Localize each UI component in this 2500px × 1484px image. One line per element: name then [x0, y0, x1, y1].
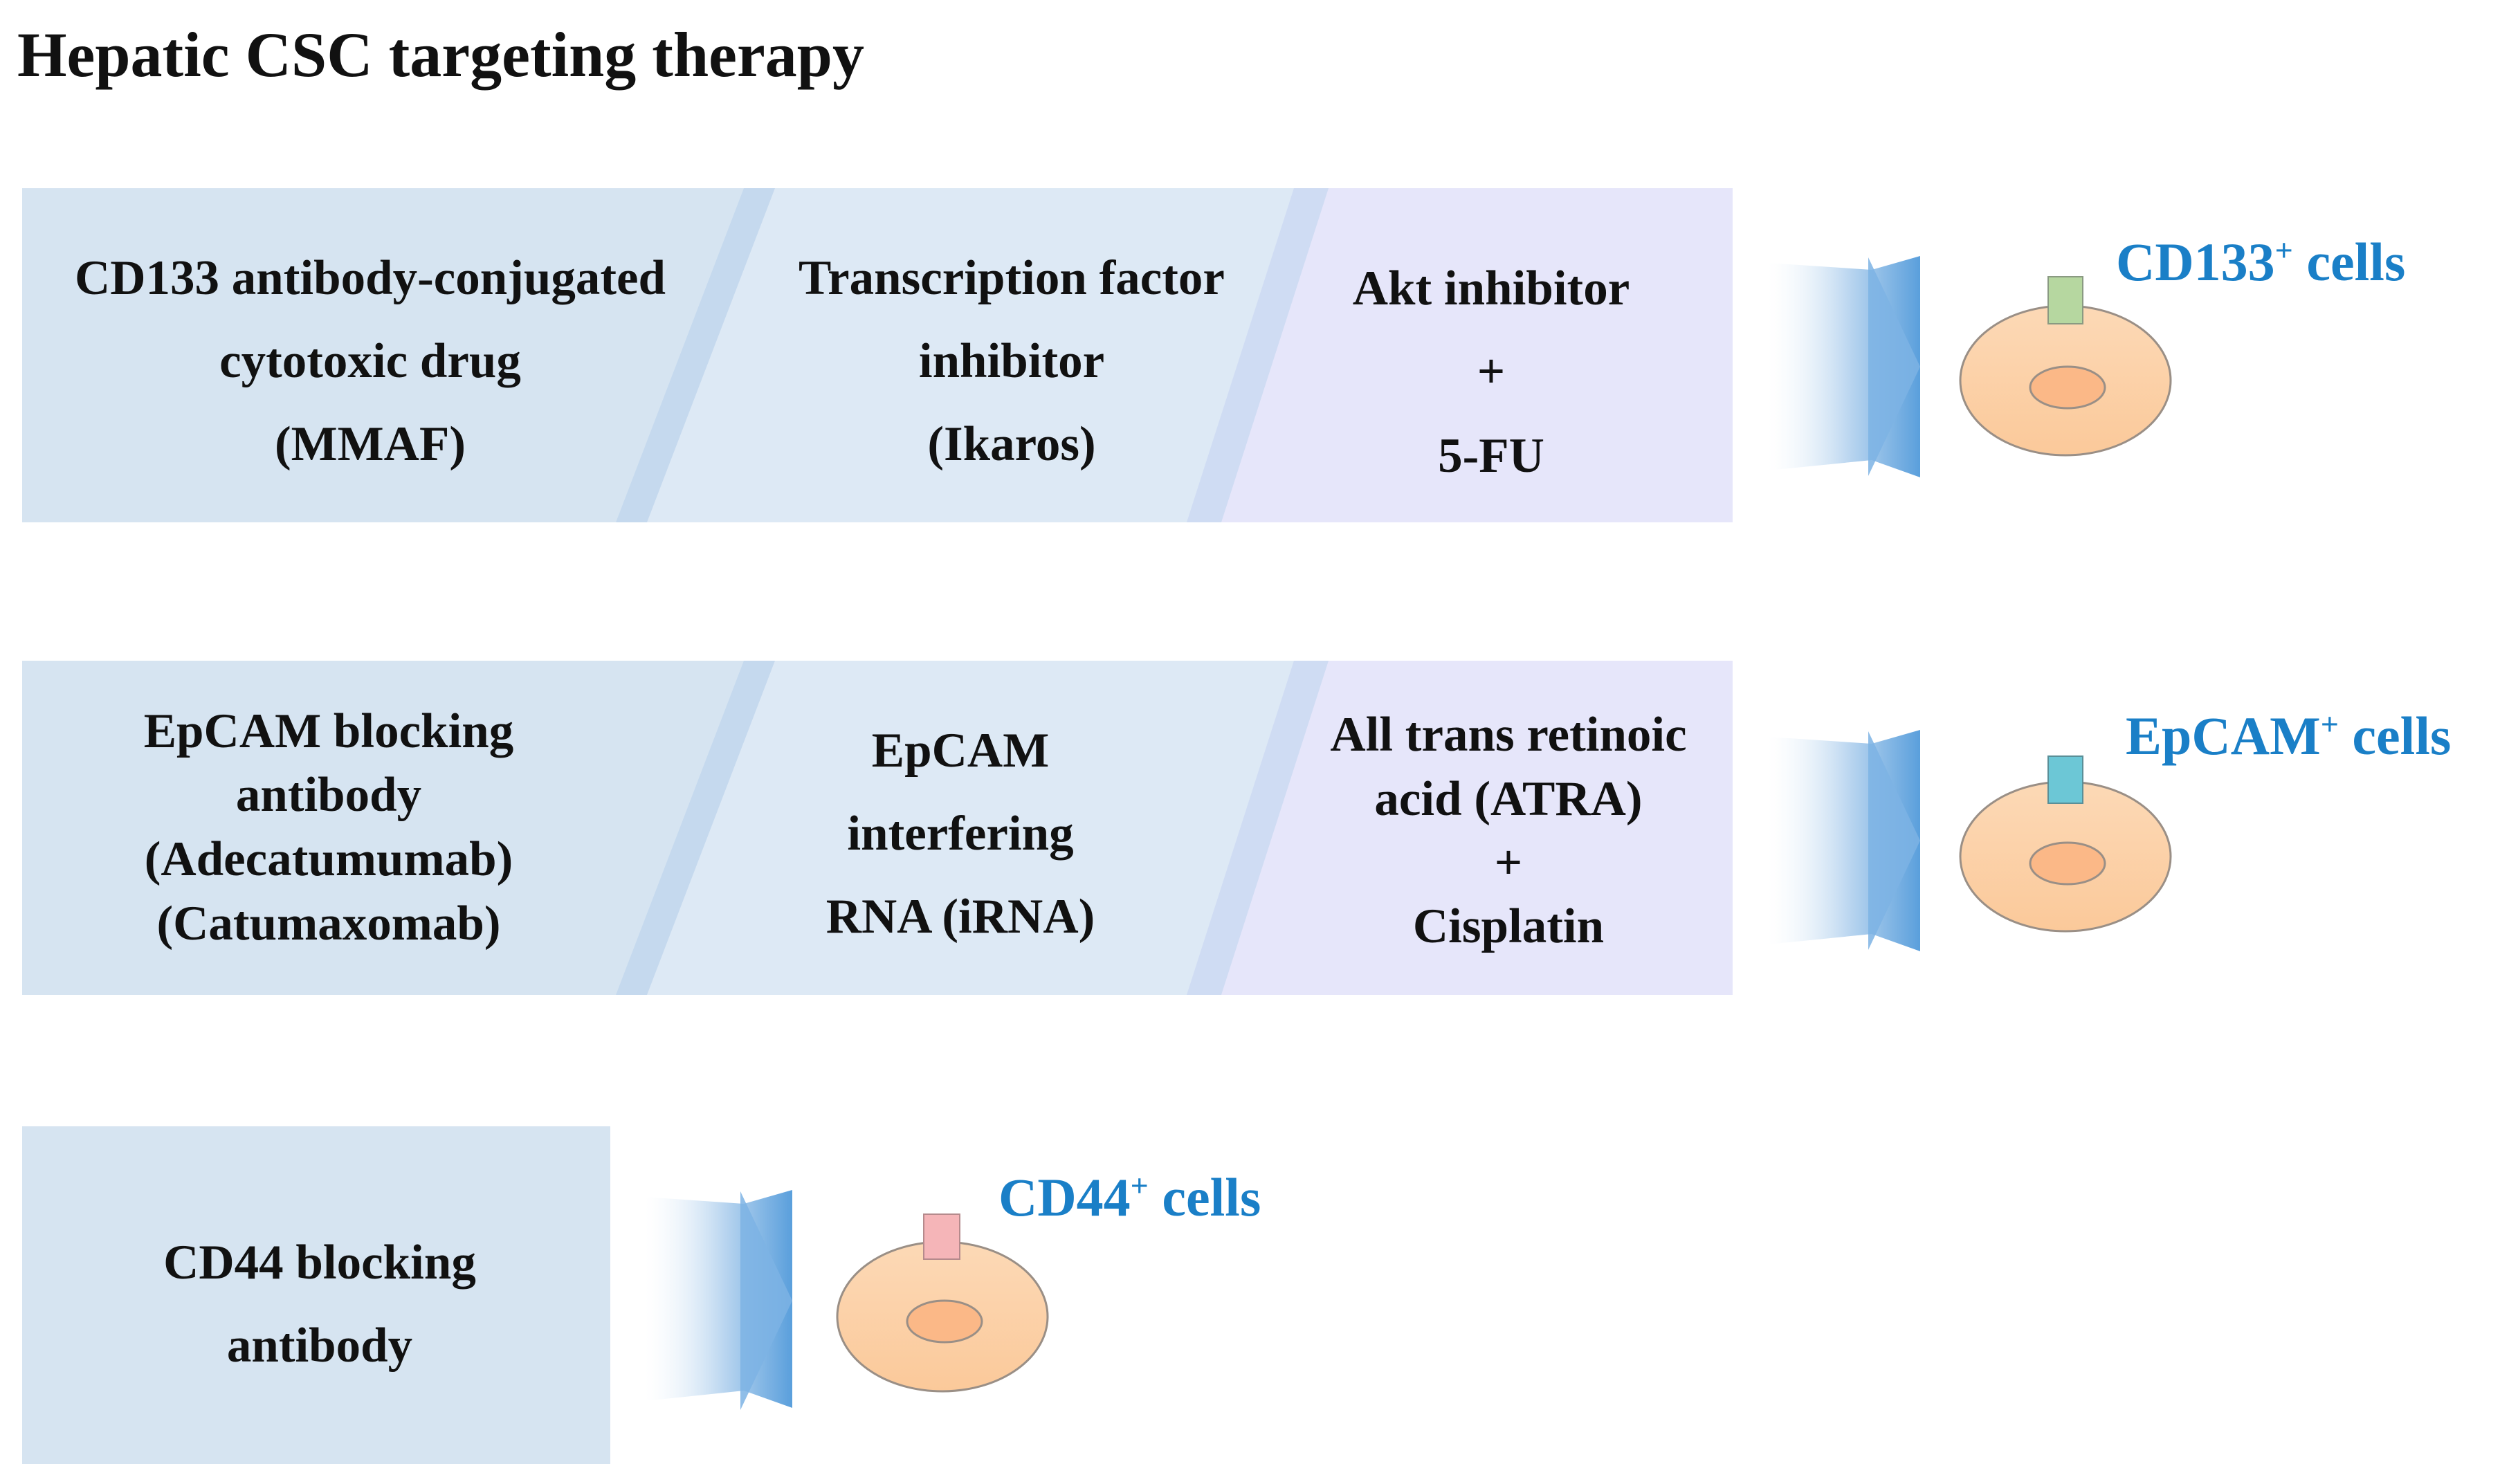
- arrow-head-icon: [740, 1191, 792, 1410]
- panel-text: Transcription factor: [799, 251, 1225, 305]
- arrow-head-icon: [1868, 257, 1920, 476]
- cell-nucleus-icon: [2029, 841, 2106, 886]
- cell-nucleus-icon: [906, 1299, 983, 1344]
- panel-separator-epcam-2: [1187, 661, 1329, 995]
- cd133-marker-icon: [2047, 276, 2083, 324]
- panel-separator-cd133-2: [1187, 188, 1329, 522]
- panel-text: (MMAF): [275, 417, 466, 471]
- panel-bg-cd133-3: [1187, 188, 1733, 522]
- row-cd44: CD44 blocking antibody CD44+ cells: [22, 1126, 1261, 1464]
- panel-text: Cisplatin: [1413, 899, 1604, 953]
- epcam-marker-icon: [2047, 755, 2083, 804]
- cell-label: CD133+ cells: [2116, 232, 2405, 292]
- panel-text: acid (ATRA): [1374, 772, 1642, 826]
- panel-text: (Catumaxomab): [157, 897, 501, 951]
- panel-text: EpCAM blocking: [144, 704, 514, 758]
- panel-text: +: [1477, 345, 1505, 399]
- panel-text: +: [1495, 836, 1522, 890]
- diagram-title: Hepatic CSC targeting therapy: [17, 19, 864, 90]
- panel-text: (Adecatumumab): [145, 832, 513, 886]
- panel-text: CD133 antibody-conjugated: [75, 251, 666, 305]
- cell-label: EpCAM+ cells: [2126, 706, 2451, 766]
- panel-bg-epcam-3: [1187, 661, 1733, 995]
- panel-bg-epcam-2: [616, 661, 1294, 995]
- panel-text: antibody: [227, 1319, 412, 1373]
- panel-text: inhibitor: [919, 334, 1104, 388]
- panel-text: (Ikaros): [927, 417, 1095, 471]
- panel-text: Akt inhibitor: [1353, 262, 1630, 315]
- panel-separator-epcam-1: [616, 661, 775, 995]
- panel-separator-cd133-1: [616, 188, 775, 522]
- panel-text: antibody: [236, 768, 421, 822]
- cell-label: CD44+ cells: [998, 1167, 1261, 1227]
- panel-text: 5-FU: [1438, 429, 1544, 483]
- cd44-marker-icon: [923, 1213, 960, 1260]
- arrow-head-icon: [1868, 731, 1920, 950]
- cell-nucleus-icon: [2029, 365, 2106, 410]
- panel-bg-cd44-1: [22, 1126, 610, 1464]
- panel-bg-cd133-2: [616, 188, 1294, 522]
- panel-text: cytotoxic drug: [219, 334, 521, 388]
- row-epcam: EpCAM blocking antibody (Adecatumumab) (…: [22, 661, 2451, 995]
- row-cd133: CD133 antibody-conjugated cytotoxic drug…: [22, 188, 2405, 522]
- panel-text: interfering: [847, 807, 1073, 861]
- panel-text: EpCAM: [872, 724, 1049, 778]
- panel-text: All trans retinoic: [1330, 708, 1686, 762]
- panel-text: CD44 blocking: [163, 1236, 476, 1290]
- panel-text: RNA (iRNA): [826, 890, 1095, 944]
